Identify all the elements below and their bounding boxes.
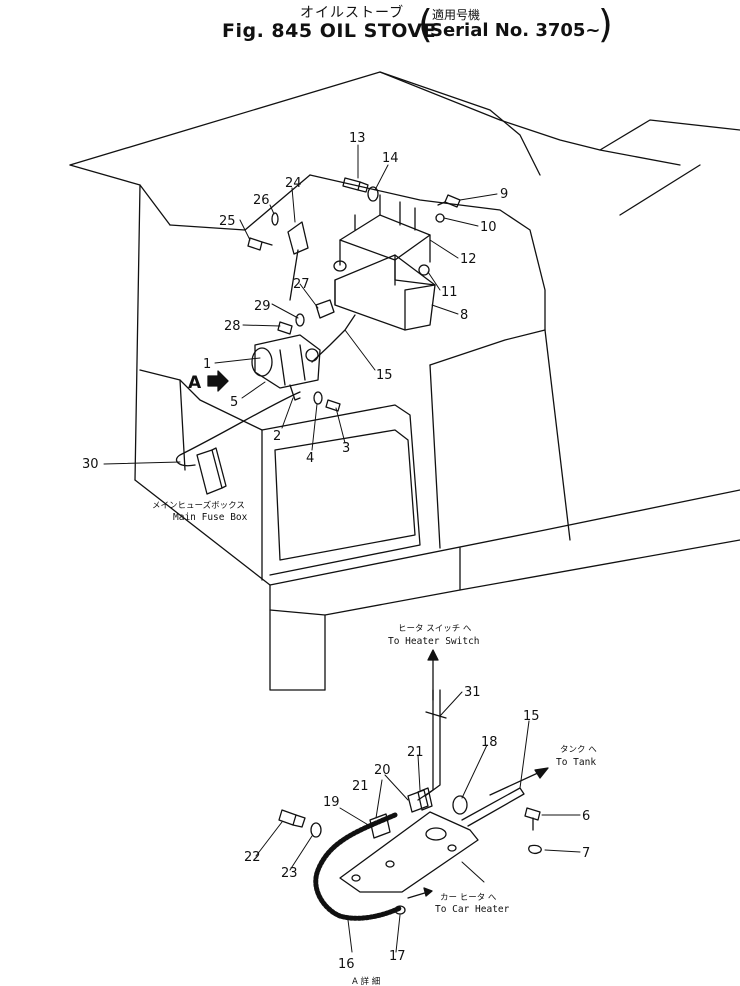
callout-16: 16 bbox=[338, 957, 355, 972]
callout-28: 28 bbox=[224, 319, 241, 334]
callout-15: 15 bbox=[376, 368, 393, 383]
callout-4: 4 bbox=[306, 451, 314, 466]
washer-4 bbox=[313, 391, 323, 405]
callout-20: 20 bbox=[374, 763, 391, 778]
callout-25: 25 bbox=[219, 214, 236, 229]
callout-27: 27 bbox=[293, 277, 310, 292]
stove-bracket bbox=[339, 194, 431, 286]
callout-29: 29 bbox=[254, 299, 271, 314]
connector bbox=[315, 299, 335, 319]
callout-7: 7 bbox=[582, 846, 590, 861]
bolt-25 bbox=[247, 237, 273, 251]
bolt-9 bbox=[437, 194, 461, 208]
callout-24: 24 bbox=[285, 176, 302, 191]
serial-range: Serial No. 3705~ bbox=[430, 20, 601, 41]
notes: A メインヒューズボックス Main Fuse Box ヒータ スイッチ へ T… bbox=[152, 373, 597, 986]
callout-12: 12 bbox=[460, 252, 477, 267]
callout-2: 2 bbox=[273, 429, 281, 444]
callout-23: 23 bbox=[281, 866, 298, 881]
base-plate-5 bbox=[339, 811, 479, 893]
washer-14 bbox=[367, 186, 379, 202]
figure-title: Fig. 845 OIL STOVE bbox=[222, 20, 437, 42]
callout-3: 3 bbox=[342, 441, 350, 456]
to-tank-arrow bbox=[489, 767, 549, 796]
callout-9: 9 bbox=[500, 187, 508, 202]
callout-19: 19 bbox=[323, 795, 340, 810]
washer-10 bbox=[435, 213, 445, 223]
washer-23 bbox=[310, 822, 322, 838]
clips-19-20-21 bbox=[369, 787, 433, 839]
bolt-28 bbox=[277, 321, 293, 335]
callout-31: 31 bbox=[464, 685, 481, 700]
callout-18: 18 bbox=[481, 735, 498, 750]
callout-8: 8 bbox=[460, 308, 468, 323]
callout-21b: 21 bbox=[352, 779, 369, 794]
detail-a-label: A 詳 細 bbox=[352, 976, 380, 986]
bolt-13 bbox=[342, 177, 369, 193]
callout-15-detail: 15 bbox=[523, 709, 540, 724]
fuel-pipe-15 bbox=[452, 787, 525, 827]
callout-5: 5 bbox=[230, 395, 238, 410]
washer-26 bbox=[271, 212, 279, 226]
callout-1: 1 bbox=[203, 357, 211, 372]
heater-switch-label: To Heater Switch bbox=[388, 636, 480, 647]
leader-lines-lower bbox=[255, 691, 581, 953]
callout-14: 14 bbox=[382, 151, 399, 166]
callout-21a: 21 bbox=[407, 745, 424, 760]
heater-switch-jp: ヒータ スイッチ へ bbox=[398, 624, 472, 634]
callout-30: 30 bbox=[82, 457, 99, 472]
title-jp-applicable: 適用号機 bbox=[432, 8, 481, 22]
callout-26: 26 bbox=[253, 193, 270, 208]
callout-6: 6 bbox=[582, 809, 590, 824]
callout-10: 10 bbox=[480, 220, 497, 235]
cab-outline bbox=[69, 71, 740, 691]
main-fuse-box-jp: メインヒューズボックス bbox=[152, 500, 245, 511]
bolt-6 bbox=[524, 807, 541, 831]
tube-31 bbox=[417, 689, 447, 801]
wiring-harness bbox=[175, 314, 356, 467]
callout-11: 11 bbox=[441, 285, 458, 300]
mounting-plate bbox=[287, 221, 309, 301]
view-a-arrow bbox=[207, 370, 229, 392]
flexible-hose-16 bbox=[313, 812, 403, 921]
to-car-heater-arrow bbox=[407, 887, 433, 899]
callout-22: 22 bbox=[244, 850, 261, 865]
paren-right: ) bbox=[598, 2, 613, 46]
leader-lines-upper bbox=[103, 144, 498, 465]
washer-7 bbox=[528, 844, 542, 854]
tank-label: To Tank bbox=[556, 757, 596, 768]
main-fuse-box-label: Main Fuse Box bbox=[173, 512, 248, 523]
callout-labels: 1 2 3 4 5 6 7 8 9 10 11 12 13 14 15 15 1… bbox=[82, 131, 590, 972]
heater-switch-assembly bbox=[251, 334, 321, 401]
car-heater-label: To Car Heater bbox=[435, 904, 510, 915]
title-jp: オイルストーブ bbox=[300, 5, 405, 21]
bolt-3 bbox=[325, 399, 341, 412]
main-fuse-box bbox=[196, 447, 227, 495]
bolt-22 bbox=[278, 809, 306, 828]
washer-29 bbox=[295, 313, 305, 327]
callout-13: 13 bbox=[349, 131, 366, 146]
tank-jp: タンク へ bbox=[560, 745, 597, 755]
nut-11 bbox=[418, 264, 430, 276]
callout-17: 17 bbox=[389, 949, 406, 964]
view-a-marker: A bbox=[188, 373, 202, 393]
car-heater-jp: カー ヒータ へ bbox=[440, 893, 497, 903]
clamp-17 bbox=[394, 905, 406, 915]
paren-left: ( bbox=[418, 2, 433, 46]
